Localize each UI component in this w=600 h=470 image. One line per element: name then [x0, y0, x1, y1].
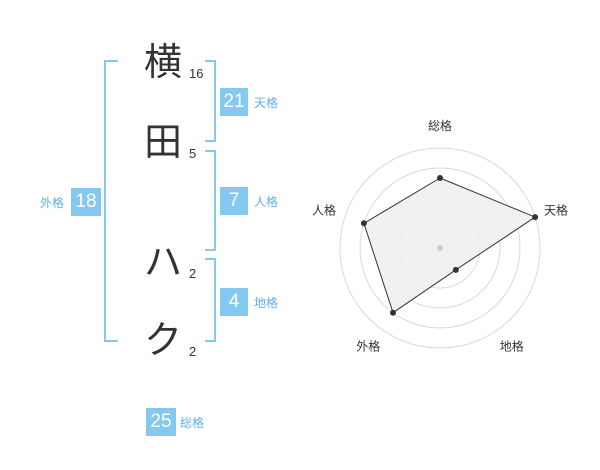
name-char-1: 横 [143, 40, 182, 84]
radar-point-3 [452, 266, 459, 273]
radar-label-2: 天格 [544, 202, 568, 217]
jinkaku-label: 人格 [254, 195, 279, 209]
stroke-count-1: 16 [189, 66, 204, 81]
radar-center-dot [437, 245, 443, 251]
jinkaku-bracket [205, 150, 216, 251]
gaikaku-label: 外格 [40, 196, 65, 210]
gaikaku-bracket [104, 60, 118, 342]
radar-point-2 [532, 214, 539, 221]
soukaku-label: 総格 [180, 416, 205, 430]
stroke-count-3: 2 [189, 266, 197, 281]
radar-point-1 [437, 175, 443, 181]
stroke-count-2: 5 [189, 146, 197, 161]
chikaku-badge: 4 [220, 288, 248, 316]
radar-label-5: 人格 [312, 202, 336, 217]
radar-points [360, 175, 539, 316]
radar-label-3: 地格 [500, 339, 524, 354]
name-char-2: 田 [143, 120, 182, 164]
radar-data-area [363, 177, 537, 314]
tenkaku-badge: 21 [220, 88, 248, 116]
radar-point-5 [360, 220, 367, 227]
radar-point-4 [389, 309, 396, 316]
soukaku-badge: 25 [146, 408, 176, 436]
name-char-4: ク [143, 318, 182, 362]
gaikaku-badge: 18 [71, 188, 101, 216]
tenkaku-bracket [205, 60, 216, 142]
tenkaku-label: 天格 [254, 96, 279, 110]
chikaku-label: 地格 [254, 296, 279, 310]
radar-ring-4 [359, 167, 521, 329]
radar-label-4: 外格 [356, 339, 380, 354]
jinkaku-badge: 7 [220, 187, 248, 215]
radar-label-1: 総格 [428, 118, 452, 133]
stroke-count-4: 2 [189, 344, 197, 359]
name-char-3: ハ [143, 240, 182, 284]
chikaku-bracket [205, 258, 216, 342]
radar-ring-5 [339, 147, 541, 349]
